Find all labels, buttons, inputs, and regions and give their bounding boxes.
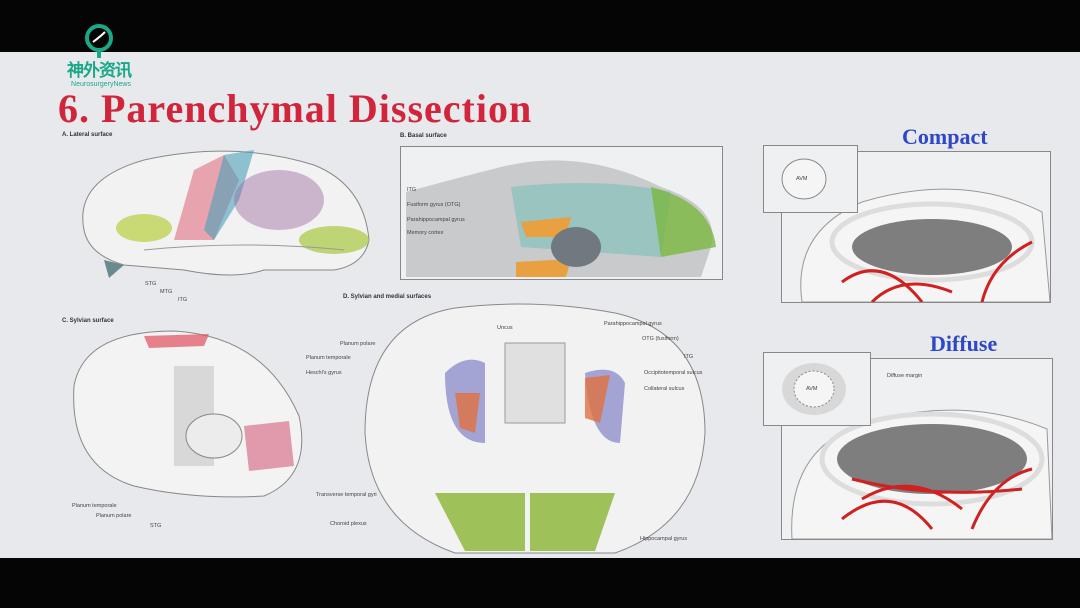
label-heschls-gyrus: Heschl's gyrus [306, 370, 342, 376]
label-transverse-temporal: Transverse temporal gyri [316, 492, 377, 498]
label-parahippocampal: Parahippocampal gyrus [604, 321, 662, 327]
basal-surface-frame: ITG Fusiform gyrus (OTG) Parahippocampal… [400, 146, 723, 280]
figure-b-caption: B. Basal surface [400, 133, 447, 139]
compact-avm-inset: AVM [763, 145, 858, 213]
figure-d-caption: D. Sylvian and medial surfaces [343, 294, 432, 300]
diffuse-heading: Diffuse [930, 331, 998, 356]
label-collateral-sulcus: Collateral sulcus [644, 386, 685, 392]
label-planum-temporale: Planum temporale [306, 355, 351, 361]
slide-title: 6. Parenchymal Dissection [58, 86, 533, 131]
label-choroid-plexus: Choroid plexus [330, 521, 367, 527]
compact-heading: Compact [902, 124, 988, 149]
label-hippocampal-gyrus: Hippocampal gyrus [640, 536, 688, 542]
figure-a-caption: A. Lateral surface [62, 132, 113, 138]
label-uncus: Uncus [497, 325, 513, 331]
compact-brain-frame [781, 151, 1051, 304]
diffuse-margin-label: Diffuse margin [887, 373, 923, 379]
sylvian-medial-illustration [364, 303, 706, 554]
label-itg: ITG [178, 297, 188, 303]
label-occipitotemporal-sulcus: Occipitotemporal sulcus [644, 370, 703, 376]
label-fusiform: Fusiform gyrus (OTG) [407, 202, 461, 208]
avm-label: AVM [796, 176, 808, 182]
lateral-surface-illustration [82, 150, 370, 278]
basal-surface-illustration [406, 160, 716, 277]
label-memory-cortex: Memory cortex [407, 230, 444, 236]
label-planum-polare: Planum polare [340, 341, 376, 347]
logo-question-brain-icon [85, 24, 113, 58]
avm-label: AVM [806, 386, 818, 392]
label-stg: STG [145, 281, 157, 287]
label-itg: ITG [684, 354, 694, 360]
diffuse-avm-inset: AVM [763, 352, 871, 426]
logo-chinese: 神外资讯 [67, 61, 132, 81]
figure-c-caption: C. Sylvian surface [62, 318, 114, 324]
diffuse-brain-frame: Diffuse margin [781, 358, 1053, 540]
compact-avm-illustration [800, 188, 1051, 304]
logo-english: NeurosurgeryNews [71, 81, 131, 88]
label-mtg: MTG [160, 289, 173, 295]
label-otg: OTG (fusiform) [642, 336, 679, 342]
label-parahippocampal: Parahippocampal gyrus [407, 217, 465, 223]
label-planum-polare: Planum polare [96, 513, 132, 519]
diffuse-avm-illustration [791, 409, 1053, 540]
label-itg: ITG [407, 187, 417, 193]
label-stg: STG [150, 523, 162, 529]
label-planum-temporale: Planum temporale [72, 503, 117, 509]
sylvian-surface-illustration [73, 330, 303, 498]
logo: 神外资讯 NeurosurgeryNews [54, 22, 144, 88]
